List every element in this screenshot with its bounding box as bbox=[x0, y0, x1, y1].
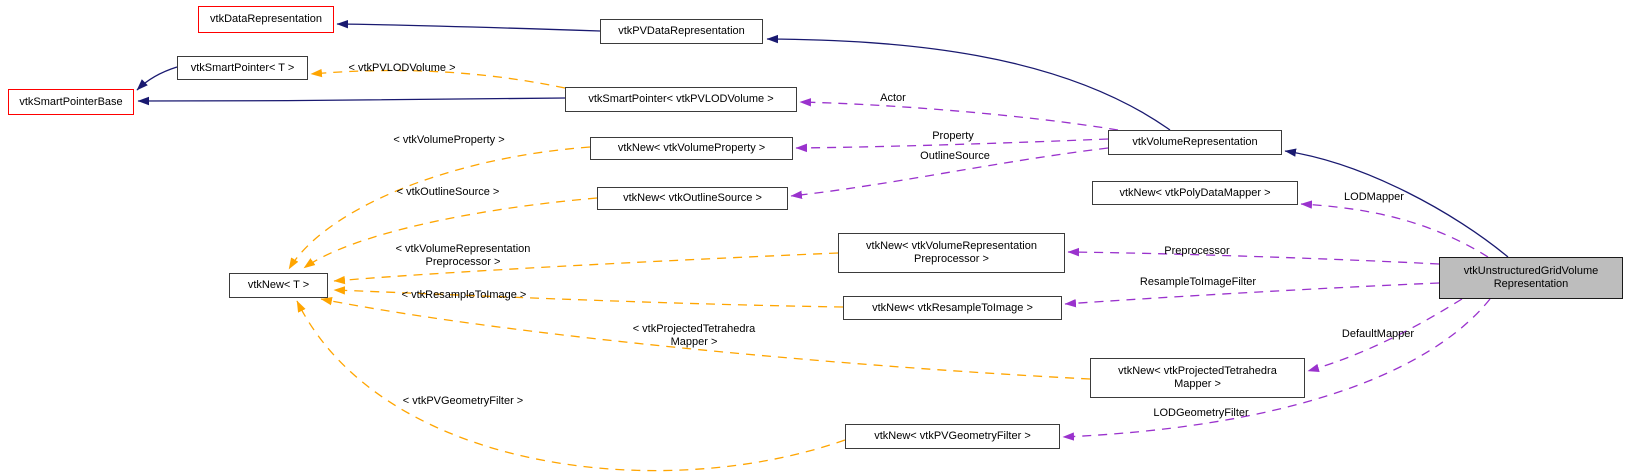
class-node-vtkNew-vtkResampleToImage[interactable]: vtkNew< vtkResampleToImage > bbox=[843, 296, 1062, 320]
class-node-label: Representation bbox=[1493, 278, 1569, 290]
edge-label-template-vtkPVLODVolume: < vtkPVLODVolume > bbox=[348, 62, 456, 74]
class-node-vtkNew-vtkOutlineSource[interactable]: vtkNew< vtkOutlineSource > bbox=[597, 187, 788, 210]
class-node-label: vtkNew< vtkOutlineSource > bbox=[623, 192, 762, 204]
edge-inherit-smartpointer-t-to-base bbox=[136, 66, 178, 91]
class-node-vtkNew-vtkVolumeProperty[interactable]: vtkNew< vtkVolumeProperty > bbox=[590, 137, 793, 160]
class-node-vtkNew-vtkProjectedTetrahedraMapper[interactable]: vtkNew< vtkProjectedTetrahedra Mapper > bbox=[1090, 358, 1305, 398]
edge-label-lodgeometryfilter: LODGeometryFilter bbox=[1153, 407, 1249, 419]
class-node-vtkNew-vtkPVGeometryFilter[interactable]: vtkNew< vtkPVGeometryFilter > bbox=[845, 424, 1060, 449]
edge-label-template-vtkResampleToImage: < vtkResampleToImage > bbox=[401, 289, 527, 301]
edge-template-resampletoimage bbox=[333, 286, 844, 308]
edge-usage-outlinesource bbox=[790, 147, 1109, 200]
class-node-label: Mapper > bbox=[1174, 378, 1221, 390]
class-node-label: vtkUnstructuredGridVolume bbox=[1463, 265, 1599, 277]
edge-template-volumerepresentationpreprocessor bbox=[333, 252, 839, 285]
edge-usage-property bbox=[795, 138, 1109, 153]
edge-label-lodmapper: LODMapper bbox=[1344, 191, 1404, 203]
edge-template-volumeproperty bbox=[288, 146, 591, 270]
class-node-vtkNew-vtkPolyDataMapper[interactable]: vtkNew< vtkPolyDataMapper > bbox=[1092, 181, 1298, 205]
class-node-vtkVolumeRepresentation[interactable]: vtkVolumeRepresentation bbox=[1108, 130, 1282, 155]
edge-label-defaultmapper: DefaultMapper bbox=[1341, 328, 1415, 340]
class-node-vtkSmartPointer-vtkPVLODVolume[interactable]: vtkSmartPointer< vtkPVLODVolume > bbox=[565, 87, 797, 112]
class-node-vtkPVDataRepresentation[interactable]: vtkPVDataRepresentation bbox=[600, 19, 763, 44]
edge-inherit-ugvr-to-volumerep bbox=[1284, 148, 1509, 258]
edge-template-pvgeometryfilter bbox=[296, 300, 846, 472]
class-node-vtkNew-T[interactable]: vtkNew< T > bbox=[229, 273, 328, 298]
edge-usage-lodmapper bbox=[1300, 200, 1489, 258]
class-node-label: vtkDataRepresentation bbox=[210, 13, 322, 25]
class-node-label: vtkNew< vtkVolumeRepresentation bbox=[866, 240, 1037, 252]
class-node-label: vtkSmartPointerBase bbox=[19, 95, 123, 108]
class-node-label: vtkNew< vtkProjectedTetrahedra bbox=[1118, 365, 1277, 377]
class-node-label: vtkNew< vtkResampleToImage > bbox=[872, 301, 1033, 314]
edge-template-projectedtetrahedramapper bbox=[320, 296, 1091, 380]
class-node-label: vtkPVDataRepresentation bbox=[618, 25, 745, 37]
class-node-label: vtkNew< T > bbox=[247, 279, 310, 291]
edge-usage-resampletoimagefilter bbox=[1064, 282, 1440, 308]
edge-label-preprocessor: Preprocessor bbox=[1164, 245, 1230, 257]
edge-label-actor: Actor bbox=[880, 92, 906, 104]
class-node-vtkSmartPointerBase[interactable]: vtkSmartPointerBase bbox=[8, 89, 134, 115]
edge-usage-defaultmapper bbox=[1307, 298, 1463, 372]
class-node-vtkDataRepresentation[interactable]: vtkDataRepresentation bbox=[198, 6, 334, 33]
class-node-label: vtkNew< vtkPolyDataMapper > bbox=[1119, 186, 1271, 199]
edge-inherit-volumerep-to-pvdatarep bbox=[766, 34, 1171, 131]
edge-label-template-vtkVolumeProperty: < vtkVolumeProperty > bbox=[393, 134, 505, 146]
edge-label-template-vtkOutlineSource: < vtkOutlineSource > bbox=[396, 186, 500, 198]
edge-label-template-vtkProjectedTetrahedraMapper: < vtkProjectedTetrahedra Mapper > bbox=[632, 323, 756, 348]
edge-inherit-pvdatarep-to-datarep bbox=[336, 19, 601, 32]
edge-label-template-vtkVolumeRepresentationPreprocessor: < vtkVolumeRepresentation Preprocessor > bbox=[395, 243, 531, 268]
class-node-label: vtkSmartPointer< T > bbox=[190, 61, 295, 74]
class-node-label: vtkVolumeRepresentation bbox=[1132, 136, 1258, 148]
edge-usage-preprocessor bbox=[1067, 247, 1440, 265]
class-node-label: vtkNew< vtkVolumeProperty > bbox=[617, 142, 766, 154]
edge-label-resampletoimagefilter: ResampleToImageFilter bbox=[1139, 276, 1257, 288]
edge-label-template-vtkPVGeometryFilter: < vtkPVGeometryFilter > bbox=[402, 395, 524, 407]
class-node-label: Preprocessor > bbox=[914, 253, 989, 265]
class-node-label: vtkSmartPointer< vtkPVLODVolume > bbox=[588, 93, 774, 105]
class-node-vtkUnstructuredGridVolumeRepresentation-current: vtkUnstructuredGridVolume Representation bbox=[1439, 257, 1623, 299]
class-node-vtkNew-vtkVolumeRepresentationPreprocessor[interactable]: vtkNew< vtkVolumeRepresentation Preproce… bbox=[838, 233, 1065, 273]
edge-usage-actor bbox=[799, 98, 1119, 131]
class-node-label: vtkNew< vtkPVGeometryFilter > bbox=[874, 430, 1031, 442]
class-node-vtkSmartPointer-T[interactable]: vtkSmartPointer< T > bbox=[177, 56, 308, 80]
edge-inherit-smartpointer-pvlod-to-base bbox=[137, 96, 566, 106]
edge-label-property: Property bbox=[932, 130, 974, 142]
edge-template-outlinesource bbox=[303, 197, 598, 269]
edge-template-pvlodvolume bbox=[310, 68, 566, 89]
edge-label-outlinesource: OutlineSource bbox=[920, 150, 990, 162]
